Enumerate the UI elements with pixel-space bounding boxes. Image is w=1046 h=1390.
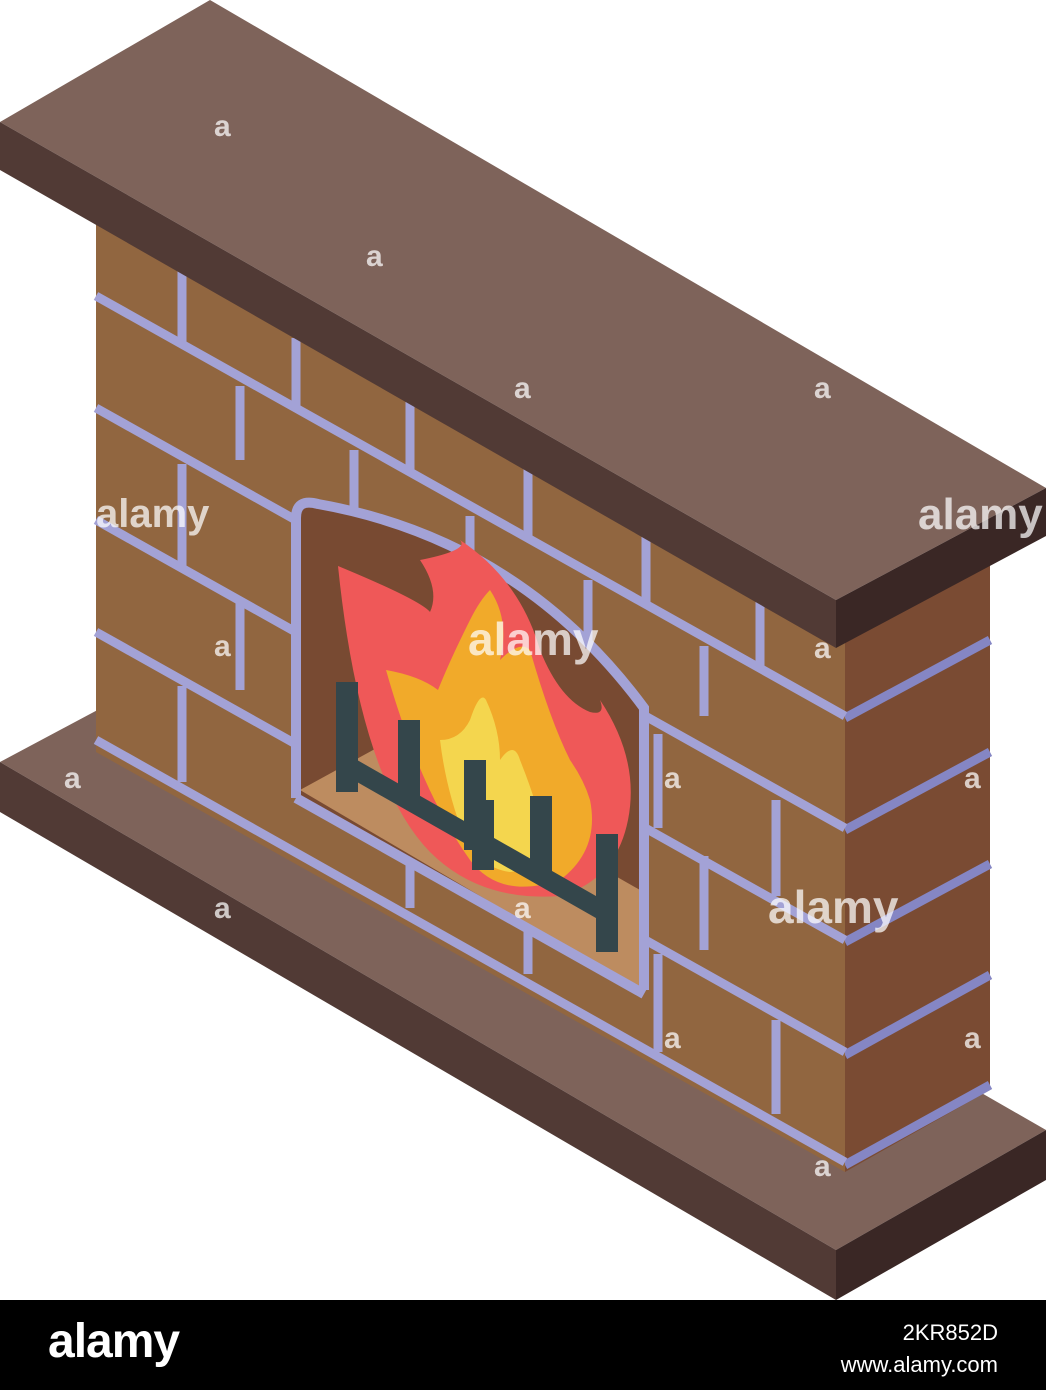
watermark-small: a — [214, 892, 231, 925]
stock-footer-bar: alamy 2KR852D www.alamy.com — [0, 1300, 1046, 1390]
firebox-bottom-mortar — [293, 793, 647, 999]
mantel-front — [0, 122, 836, 648]
watermark-large: alamy — [468, 613, 599, 665]
watermark-large: alamy — [768, 881, 899, 933]
watermark-small: a — [814, 372, 831, 405]
fireplace-svg — [0, 0, 1046, 1300]
site-url-label: www.alamy.com — [840, 1352, 998, 1377]
watermark-small: a — [964, 762, 981, 795]
right-mortar-lines — [842, 636, 993, 1169]
hearth-slab-right — [836, 1130, 1046, 1300]
watermark-small: a — [664, 1022, 681, 1055]
fireplace-illustration: alamy alamy alamy alamy a a a a a a a a … — [0, 0, 1046, 1300]
watermark-small: a — [964, 1022, 981, 1055]
watermark-small: a — [364, 1022, 381, 1055]
hearth-slab-front — [0, 762, 836, 1300]
watermark-small: a — [664, 762, 681, 795]
iron-grate — [336, 682, 618, 952]
watermark-small: a — [64, 762, 81, 795]
image-id-label: 2KR852D — [902, 1320, 998, 1345]
firebox-arch-mortar — [291, 497, 649, 990]
watermark-small: a — [514, 892, 531, 925]
brand-logo-text: alamy — [48, 1315, 180, 1368]
watermark-small: a — [214, 110, 231, 143]
brick-right-face — [845, 560, 990, 1172]
watermark-small: a — [514, 372, 531, 405]
watermark-large: alamy — [96, 492, 210, 536]
watermark-small: a — [814, 1150, 831, 1183]
watermark-small: a — [814, 632, 831, 665]
watermark-small: a — [366, 240, 383, 273]
mantel-top — [0, 0, 1046, 600]
mantel-right — [836, 488, 1046, 648]
watermark-small: a — [214, 630, 231, 663]
watermark-large: alamy — [918, 490, 1043, 539]
